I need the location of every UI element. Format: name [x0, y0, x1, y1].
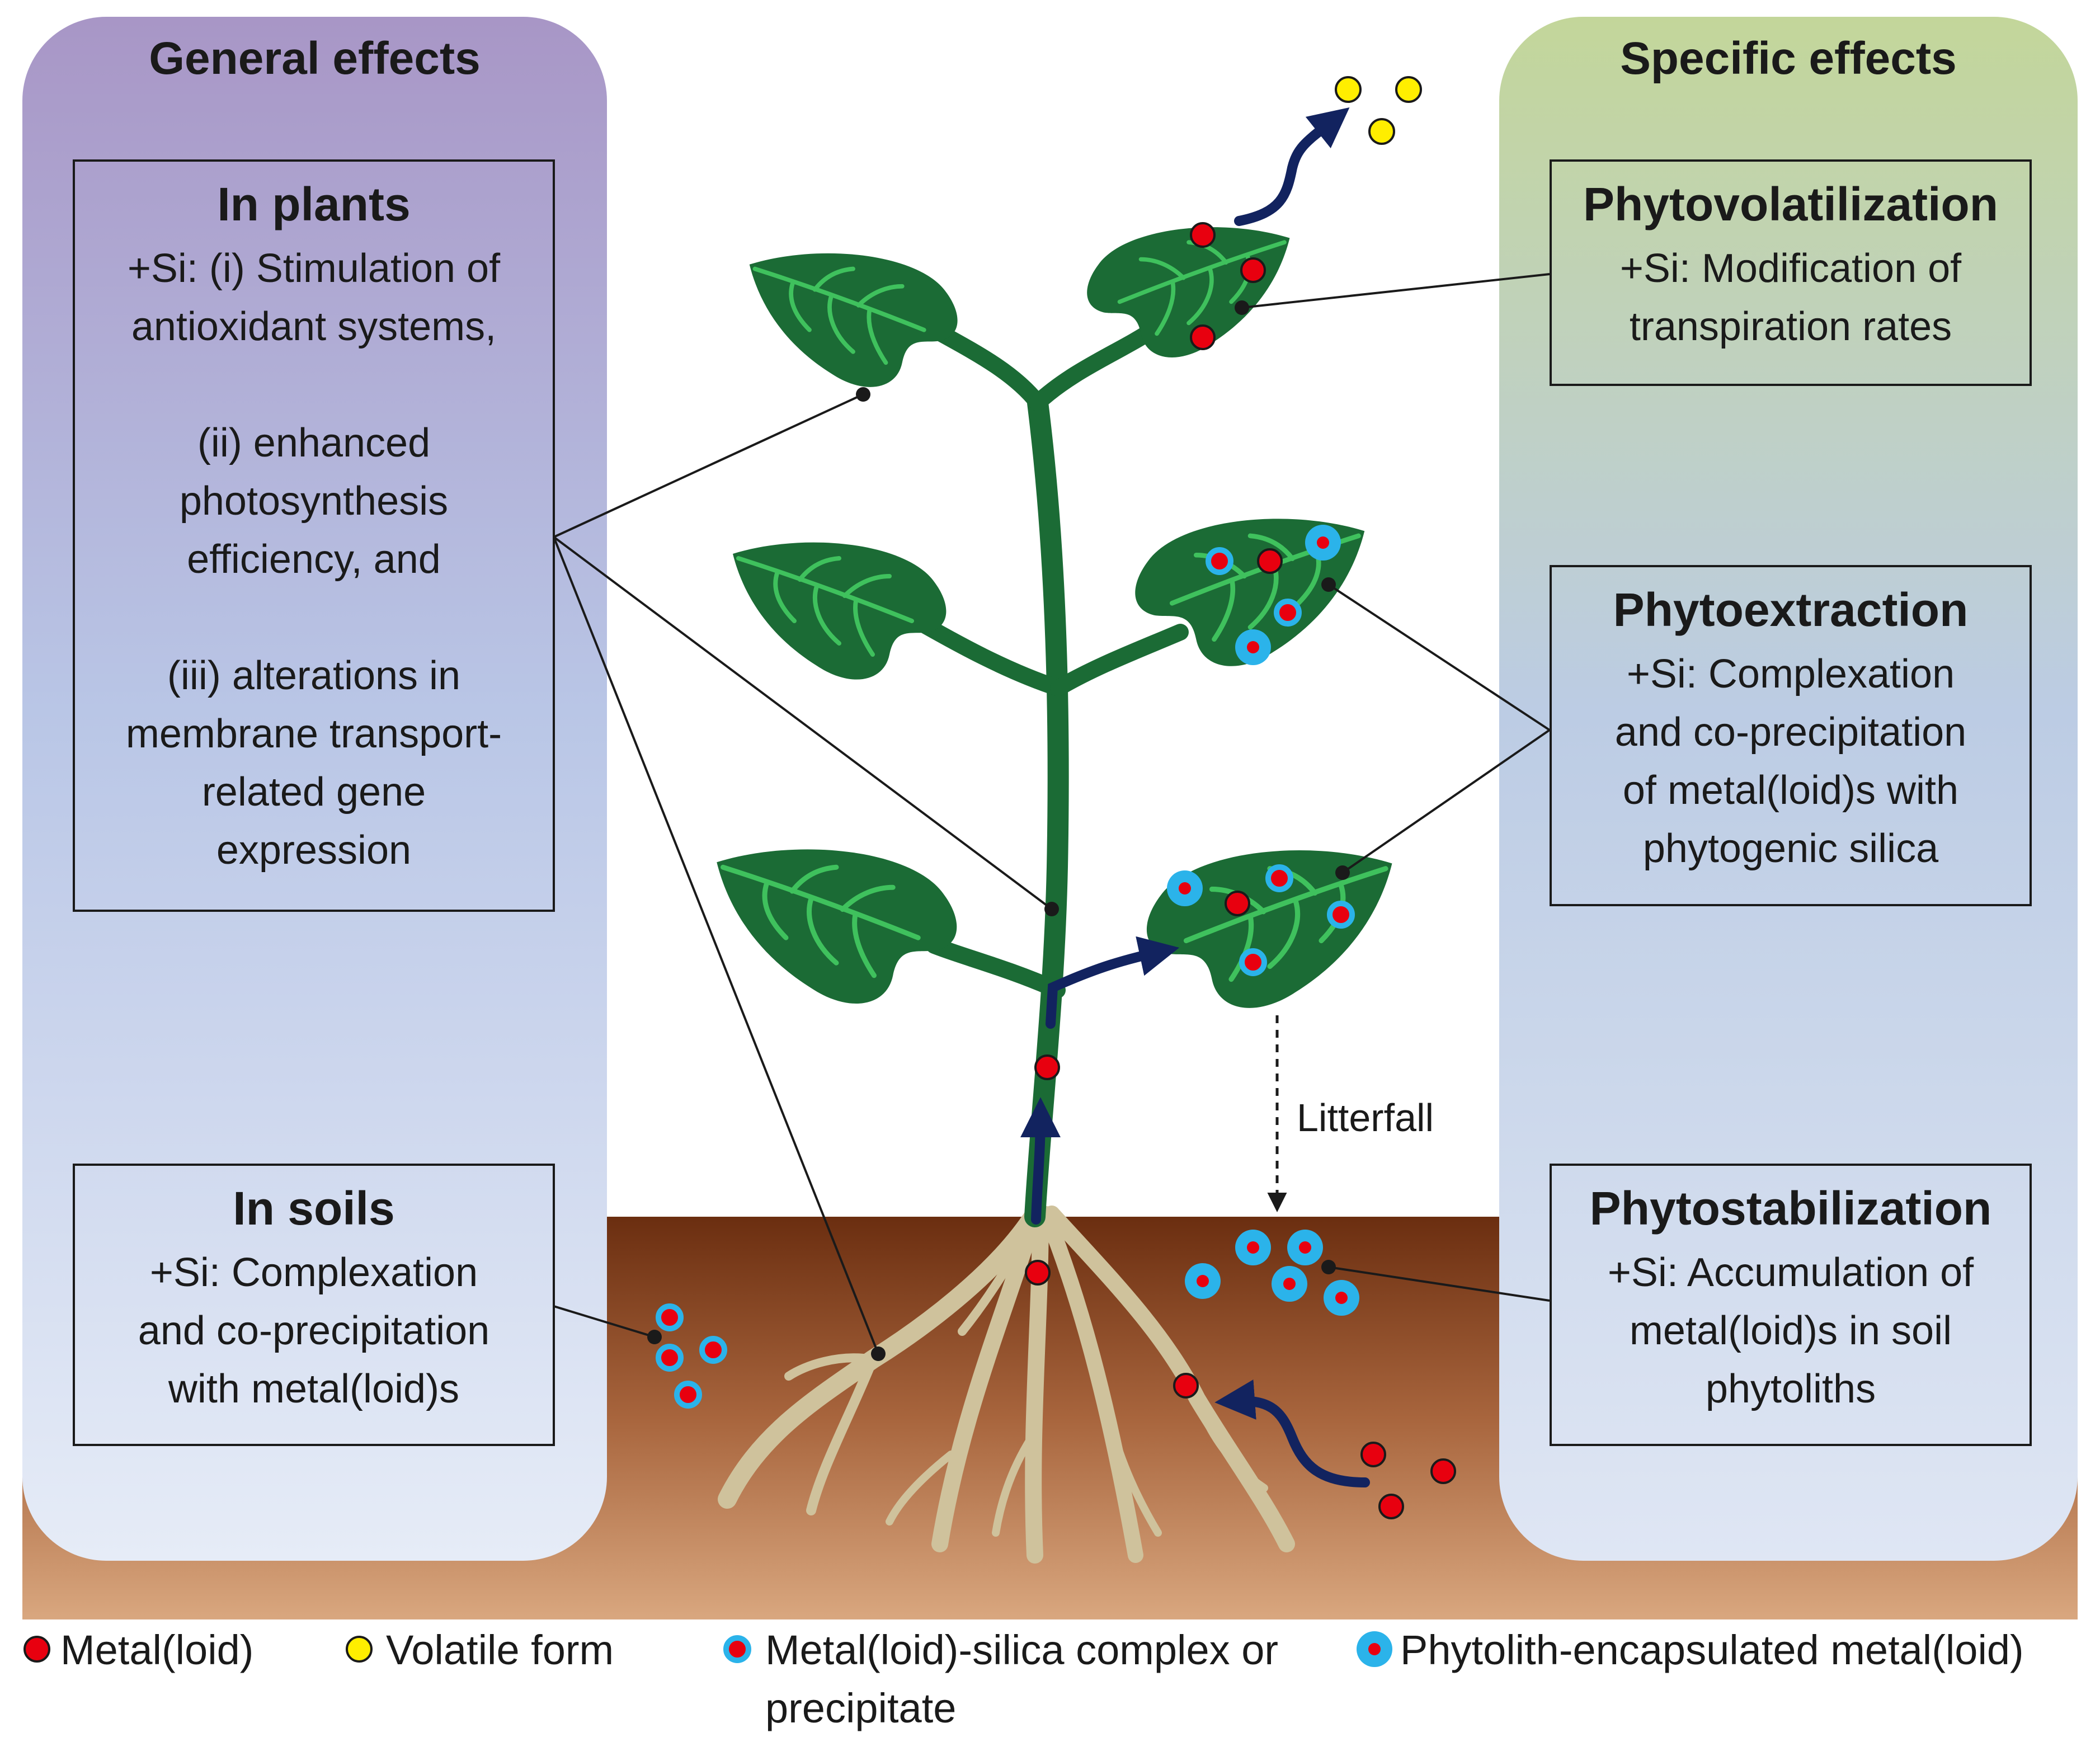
- phytostabilization-title: Phytostabilization: [1589, 1182, 1992, 1235]
- in-soils-box: In soils +Si: Complexation and co-precip…: [73, 1164, 555, 1446]
- general-effects-panel: [22, 17, 607, 1561]
- leaf-lower-left: [717, 849, 957, 1004]
- phytoextraction-box: Phytoextraction +Si: Complexation and co…: [1550, 565, 2032, 906]
- complex-particles: [656, 547, 1355, 1409]
- phytovolatilization-text: +Si: Modification of transpiration rates: [1619, 246, 1962, 349]
- specific-effects-panel: [1499, 17, 2078, 1561]
- general-effects-title: General effects: [149, 33, 481, 84]
- phytovolatilization-title: Phytovolatilization: [1583, 178, 1999, 230]
- in-plants-box: In plants +Si: (i) Stimulation of antiox…: [73, 159, 555, 912]
- metal-particles: [1025, 222, 1456, 1519]
- legend-complex-icon: [723, 1635, 751, 1663]
- plant-stem: [898, 305, 1189, 1227]
- phytovolatilization-box: Phytovolatilization +Si: Modification of…: [1550, 159, 2032, 386]
- legend-volatile-label: Volatile form: [386, 1627, 614, 1673]
- leaf-upper-left: [750, 253, 958, 387]
- phytostabilization-box: Phytostabilization +Si: Accumulation of …: [1550, 1164, 2032, 1446]
- legend-symbols: [23, 1631, 1392, 1667]
- legend-phytolith-icon: [1357, 1631, 1392, 1667]
- legend-phytolith-label: Phytolith-encapsulated metal(loid): [1400, 1627, 2024, 1673]
- in-soils-title: In soils: [233, 1182, 395, 1235]
- phytoextraction-text: +Si: Complexation and co-precipitation o…: [1614, 651, 1967, 871]
- in-soils-text: +Si: Complexation and co-precipitation w…: [138, 1250, 490, 1411]
- legend-complex-label: Metal(loid)-silica complex or precipitat…: [765, 1627, 1279, 1731]
- connector-lines: [553, 273, 1551, 1354]
- transport-arrows: [1020, 107, 1370, 1487]
- phytoextraction-title: Phytoextraction: [1613, 583, 1969, 636]
- volatile-particles: [1335, 76, 1422, 145]
- legend-metal-label: Metal(loid): [60, 1627, 254, 1673]
- leaf-middle-left: [733, 543, 946, 680]
- plant-roots: [718, 1204, 1295, 1564]
- litterfall-label: Litterfall: [1297, 1096, 1434, 1140]
- in-plants-title: In plants: [217, 178, 411, 230]
- legend-metal-icon: [23, 1636, 50, 1663]
- connector-dots: [647, 300, 1350, 1361]
- phytolith-particles: [1167, 525, 1359, 1316]
- in-plants-text: +Si: (i) Stimulation of antioxidant syst…: [125, 246, 502, 873]
- specific-effects-title: Specific effects: [1620, 33, 1957, 84]
- phytostabilization-text: +Si: Accumulation of metal(loid)s in soi…: [1607, 1250, 1974, 1411]
- leaf-upper-right: [1087, 227, 1289, 357]
- legend-volatile-icon: [346, 1636, 373, 1663]
